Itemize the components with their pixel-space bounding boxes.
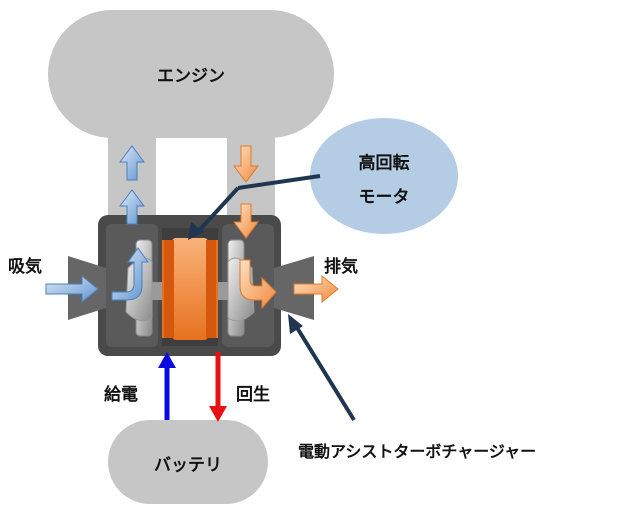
exhaust-out-arrow: [293, 274, 339, 304]
engine-block: [48, 10, 334, 138]
motor-callout-line: [237, 174, 321, 190]
intake-in-arrow: [45, 274, 99, 304]
intake-label: 吸気: [8, 257, 42, 277]
turbo-callout-arrowhead: [288, 314, 303, 334]
supply-label: 給電: [104, 385, 138, 405]
exhaust-label: 排気: [324, 257, 358, 277]
supply-arrowhead: [158, 352, 176, 368]
motor-label-line1: 高回転: [358, 153, 410, 174]
regen-label: 回生: [236, 385, 270, 405]
intake-up-arrow-1: [119, 145, 145, 181]
turbo-label: 電動アシストターボチャージャー: [298, 442, 537, 461]
turbo-callout-line: [294, 324, 356, 422]
motor-callout-arrowhead: [188, 222, 204, 240]
exhaust-down-arrow-1: [233, 145, 259, 183]
exhaust-curve-arrow: [239, 259, 277, 310]
motor-callout-line-2: [194, 186, 240, 236]
motor: [162, 238, 218, 340]
motor-label-line2: モータ: [358, 187, 410, 208]
engine-label: エンジン: [157, 66, 225, 87]
motor-callout-bubble: [310, 118, 458, 234]
regen-arrowhead: [209, 406, 227, 422]
intake-up-arrow-2: [119, 189, 145, 225]
exhaust-down-arrow-2: [233, 203, 259, 239]
battery-label: バッテリ: [154, 455, 222, 476]
intake-curve-arrow: [111, 247, 149, 301]
battery-block: [108, 420, 268, 504]
